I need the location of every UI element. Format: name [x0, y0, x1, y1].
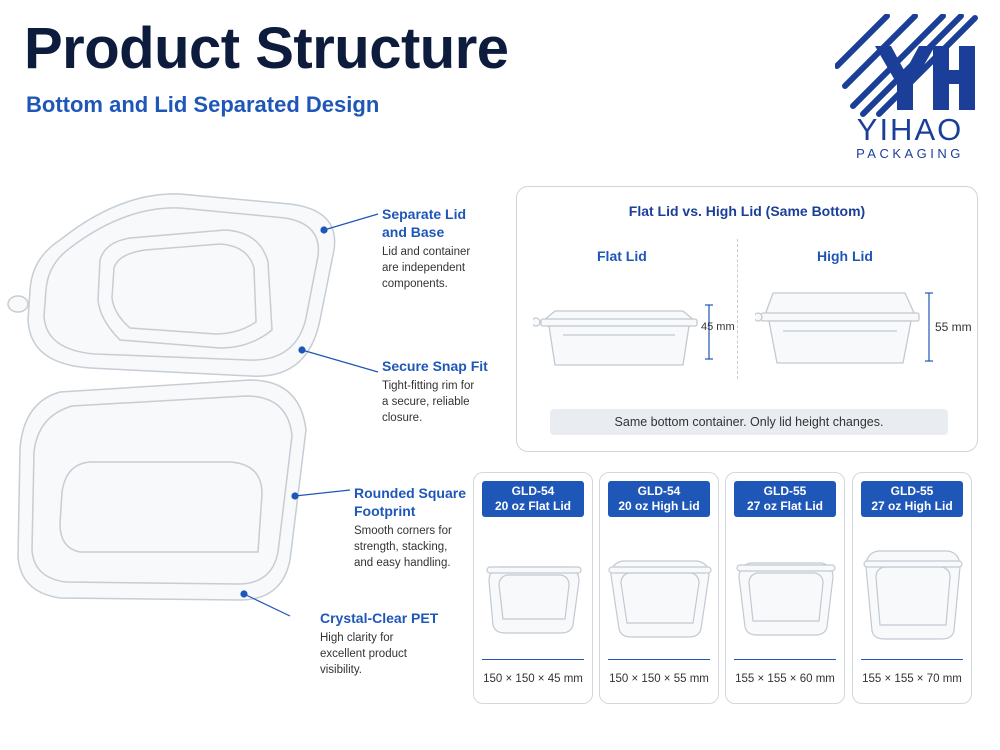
container-exploded-illustration — [7, 193, 379, 617]
comparison-note: Same bottom container. Only lid height c… — [550, 409, 948, 435]
flat-lid-container-illustration — [533, 304, 713, 366]
product-dimensions: 155 × 155 × 70 mm — [862, 673, 962, 685]
product-image — [486, 566, 582, 634]
product-image — [608, 560, 712, 638]
product-image — [736, 562, 836, 636]
lid-comparison-panel: Flat Lid vs. High Lid (Same Bottom) Flat… — [516, 186, 978, 452]
callout-title: Crystal-Clear PET — [320, 610, 439, 626]
product-dimensions: 150 × 150 × 45 mm — [483, 673, 583, 685]
brand-logo-sub: PACKAGING — [856, 146, 964, 161]
product-dimensions: 150 × 150 × 55 mm — [609, 673, 709, 685]
brand-logo-name: YIHAO — [856, 112, 964, 147]
high-lid-label: High Lid — [817, 248, 873, 264]
product-image — [863, 550, 963, 640]
product-dimensions: 155 × 155 × 60 mm — [735, 673, 835, 685]
comparison-divider — [737, 239, 738, 379]
card-divider — [482, 659, 584, 660]
base-illustration — [17, 379, 307, 601]
card-divider — [861, 659, 963, 660]
page-title: Product Structure — [24, 16, 509, 81]
comparison-title: Flat Lid vs. High Lid (Same Bottom) — [628, 203, 866, 219]
lid-illustration — [7, 193, 336, 377]
high-lid-height: 55 mm — [935, 320, 972, 334]
flat-lid-label: Flat Lid — [597, 248, 647, 264]
brand-logo-mark — [835, 14, 978, 117]
page-subtitle: Bottom and Lid Separated Design — [26, 92, 380, 117]
flat-lid-height: 45 mm — [701, 321, 735, 333]
card-divider — [608, 659, 710, 660]
card-divider — [734, 659, 836, 660]
callout-title: Secure Snap Fit — [382, 358, 488, 374]
high-lid-container-illustration — [755, 292, 933, 364]
